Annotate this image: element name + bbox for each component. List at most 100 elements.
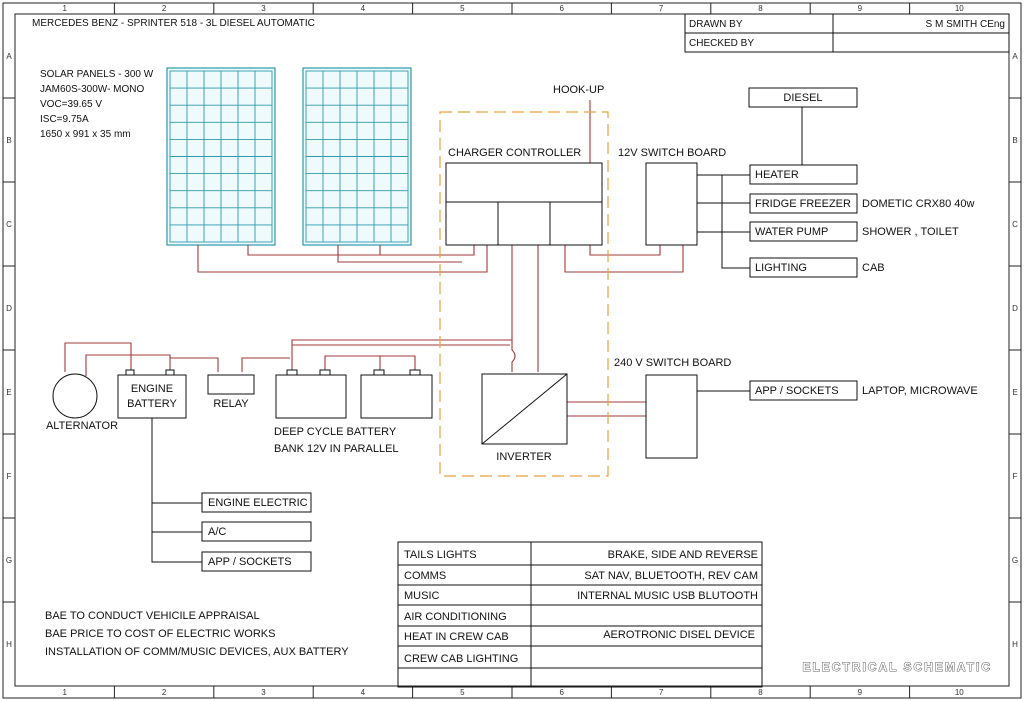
grid-column-label: 5	[460, 4, 465, 13]
grid-column-label: 2	[162, 688, 167, 697]
ac-enclosure	[439, 111, 609, 477]
title-block: DRAWN BY S M SMITH CEng CHECKED BY	[684, 13, 1010, 53]
inverter: INVERTER	[481, 373, 568, 463]
alternator: ALTERNATOR	[46, 373, 118, 432]
water-pump-label: WATER PUMP	[755, 226, 828, 238]
heater-box: HEATER	[749, 164, 858, 185]
engine-electric-label: ENGINE ELECTRIC	[208, 497, 308, 509]
solar-line: ISC=9.75A	[40, 114, 89, 125]
note-line: INSTALLATION OF COMM/MUSIC DEVICES, AUX …	[45, 646, 349, 658]
wiring-dc	[64, 100, 684, 417]
grid-row-label: H	[6, 640, 12, 649]
grid-column-label: 1	[62, 4, 67, 13]
grid-column-label: 4	[361, 4, 366, 13]
table-detail: INTERNAL MUSIC USB BLUTOOTH	[577, 590, 758, 602]
charger-controller: CHARGER CONTROLLER	[445, 147, 603, 246]
checked-by-label: CHECKED BY	[689, 38, 754, 49]
table-detail: SAT NAV, BLUETOOTH, REV CAM	[584, 570, 758, 582]
grid-column-label: 10	[955, 688, 964, 697]
grid-row-label: F	[1013, 472, 1018, 481]
drawing-title: MERCEDES BENZ - SPRINTER 518 - 3L DIESEL…	[32, 18, 315, 29]
grid-row-label: A	[6, 52, 12, 61]
grid-row-label: D	[1012, 304, 1018, 313]
app-sockets-engine-label: APP / SOCKETS	[208, 556, 292, 568]
grid-row-label: F	[7, 472, 12, 481]
grid-column-label: 9	[858, 4, 863, 13]
grid-row-label: C	[6, 220, 12, 229]
table-feature: MUSIC	[404, 590, 440, 602]
water-pump-note: SHOWER , TOILET	[862, 226, 959, 238]
solar-panel-left	[166, 67, 276, 246]
water-pump-box: WATER PUMP	[749, 221, 858, 242]
switch-board-12v-label: 12V SWITCH BOARD	[618, 147, 726, 159]
diesel-box: DIESEL	[748, 87, 858, 108]
switch-board-12v	[645, 162, 698, 246]
grid-row-label: G	[1012, 556, 1018, 565]
grid-row-label: D	[6, 304, 12, 313]
notes: BAE TO CONDUCT VEHICILE APPRAISAL BAE PR…	[45, 610, 349, 658]
engine-electric-box: ENGINE ELECTRIC	[201, 492, 312, 513]
engine-battery-label: ENGINE	[131, 383, 173, 395]
grid-column-label: 3	[261, 688, 266, 697]
grid-row-label: A	[1012, 52, 1018, 61]
electrical-schematic-stamp: ELECTRICAL SCHEMATIC	[802, 660, 992, 674]
lighting-box: LIGHTING	[749, 257, 858, 278]
engine-battery: ENGINE BATTERY	[117, 369, 187, 419]
drawn-by-label: DRAWN BY	[689, 19, 743, 30]
hookup-label: HOOK-UP	[553, 84, 604, 96]
ac-label: A/C	[208, 526, 226, 538]
switch-board-240v	[645, 374, 698, 459]
table-feature: TAILS LIGHTS	[404, 549, 477, 561]
relay-label: RELAY	[213, 398, 249, 410]
alternator-label: ALTERNATOR	[46, 420, 118, 432]
grid-column-label: 8	[758, 4, 763, 13]
engine-battery-label: BATTERY	[127, 398, 177, 410]
solar-line: VOC=39.65 V	[40, 99, 102, 110]
grid-column-label: 8	[758, 688, 763, 697]
table-feature: CREW CAB LIGHTING	[404, 653, 518, 665]
grid-column-label: 5	[460, 688, 465, 697]
table-detail: AEROTRONIC DISEL DEVICE	[603, 629, 755, 641]
grid-column-label: 7	[659, 688, 664, 697]
note-line: BAE PRICE TO COST OF ELECTRIC WORKS	[45, 628, 275, 640]
grid-column-label: 6	[559, 4, 564, 13]
grid-column-label: 6	[559, 688, 564, 697]
grid-column-label: 7	[659, 4, 664, 13]
table-feature: AIR CONDITIONING	[404, 611, 507, 623]
app-sockets-note: LAPTOP, MICROWAVE	[862, 385, 978, 397]
solar-line: JAM60S-300W- MONO	[40, 84, 145, 95]
drawn-by-value: S M SMITH CEng	[926, 19, 1005, 30]
solar-line: SOLAR PANELS - 300 W	[40, 69, 154, 80]
relay: RELAY	[207, 374, 255, 410]
wiring-distribution	[151, 107, 803, 563]
grid-row-label: H	[1012, 640, 1018, 649]
deep-cycle-label: DEEP CYCLE BATTERY	[274, 426, 397, 438]
deep-cycle-battery-2	[360, 369, 433, 419]
ac-box: A/C	[201, 521, 312, 542]
grid-row-label: E	[6, 388, 11, 397]
solar-panel-right	[302, 67, 412, 246]
table-feature: COMMS	[404, 570, 446, 582]
grid-row-label: C	[1012, 220, 1018, 229]
grid-column-label: 1	[62, 688, 67, 697]
grid-row-label: G	[6, 556, 12, 565]
features-table: TAILS LIGHTS BRAKE, SIDE AND REVERSE COM…	[397, 541, 763, 688]
deep-cycle-label: BANK 12V IN PARALLEL	[274, 443, 399, 455]
deep-cycle-battery-1	[275, 369, 347, 419]
grid-column-label: 9	[858, 688, 863, 697]
note-line: BAE TO CONDUCT VEHICILE APPRAISAL	[45, 610, 260, 622]
lighting-label: LIGHTING	[755, 262, 807, 274]
fridge-note: DOMETIC CRX80 40w	[862, 198, 975, 210]
heater-label: HEATER	[755, 169, 799, 181]
charger-controller-label: CHARGER CONTROLLER	[448, 147, 581, 159]
app-sockets-box: APP / SOCKETS	[749, 380, 858, 401]
app-sockets-label: APP / SOCKETS	[755, 385, 839, 397]
solar-specs: SOLAR PANELS - 300 W JAM60S-300W- MONO V…	[40, 69, 154, 140]
diesel-label: DIESEL	[783, 92, 822, 104]
table-detail: BRAKE, SIDE AND REVERSE	[608, 549, 758, 561]
fridge-freezer-box: FRIDGE FREEZER	[749, 193, 858, 214]
grid-row-label: E	[1012, 388, 1017, 397]
switch-board-240v-label: 240 V SWITCH BOARD	[614, 357, 731, 369]
